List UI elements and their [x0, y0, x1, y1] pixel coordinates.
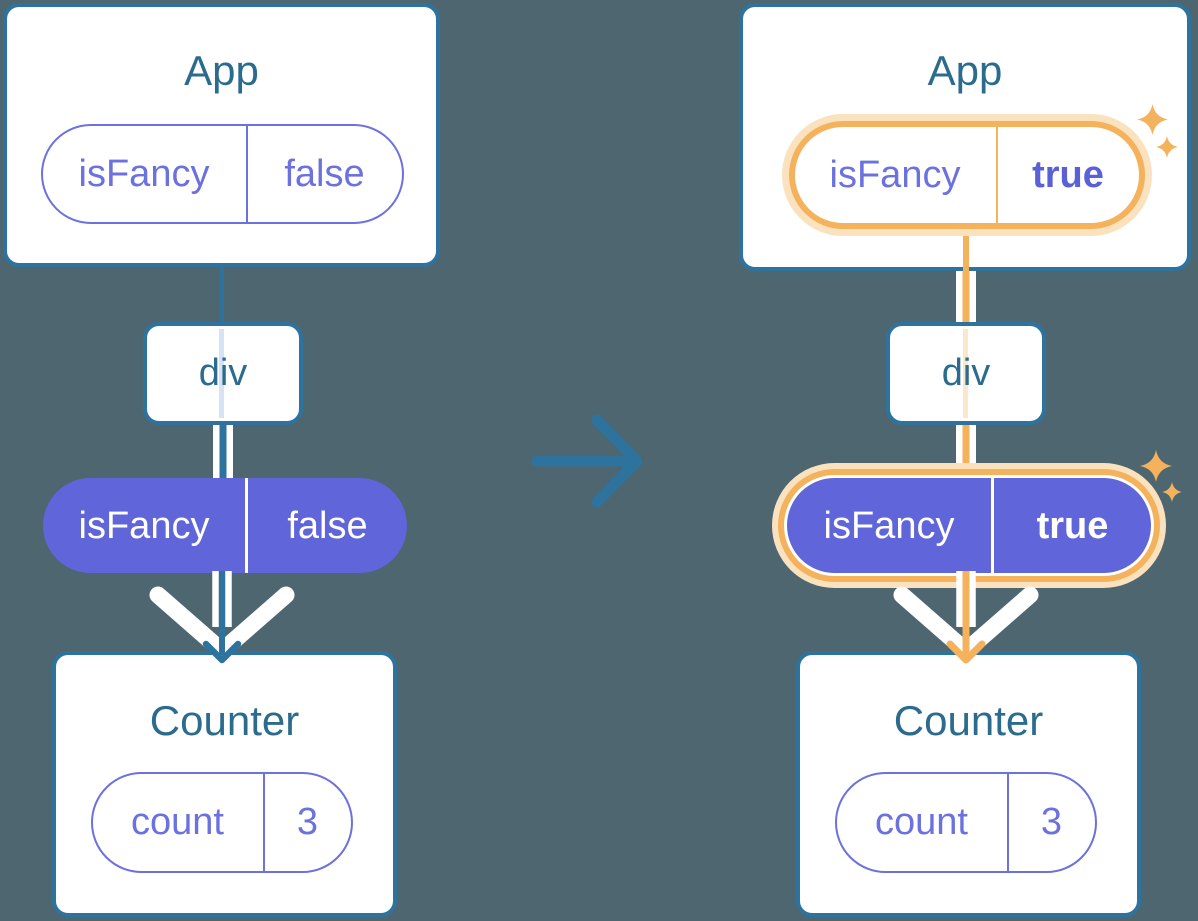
prop-value: true	[1032, 153, 1104, 196]
state-pill: count 3	[90, 771, 353, 873]
app-title: App	[927, 47, 1003, 94]
prop-name: isFancy	[43, 125, 248, 222]
state-value: 3	[296, 801, 319, 843]
sparkle-icon	[1140, 450, 1172, 482]
div-label: div	[198, 352, 248, 394]
sparkle-icon	[1156, 136, 1178, 158]
prop-flow-line	[956, 271, 976, 325]
sparkle-icon	[1162, 482, 1182, 502]
connector-line	[963, 236, 969, 274]
div-card: div	[886, 322, 1046, 425]
state-name: count	[93, 773, 265, 871]
prop-value: false	[284, 152, 365, 195]
counter-title: Counter	[893, 697, 1044, 744]
app-title: App	[184, 47, 259, 94]
pass-through-line	[219, 329, 224, 418]
prop-name: isFancy	[43, 478, 248, 573]
prop-name: isFancy	[787, 478, 994, 573]
state-value: 3	[1040, 801, 1063, 843]
down-arrow-icon	[893, 571, 1039, 664]
app-card: App isFancy true	[739, 3, 1191, 271]
div-card: div	[143, 322, 303, 425]
passed-prop-pill-highlighted: isFancy true	[787, 478, 1151, 573]
prop-flow-line	[956, 425, 976, 479]
passed-prop-pill: isFancy false	[43, 478, 407, 573]
state-pill: count 3	[834, 771, 1097, 873]
div-label: div	[941, 352, 991, 394]
prop-name: isFancy	[795, 126, 998, 223]
prop-pill-highlighted: isFancy true	[788, 120, 1145, 229]
prop-flow-line	[213, 425, 233, 479]
state-name: count	[837, 773, 1009, 871]
sparkle-icon	[1137, 104, 1168, 135]
app-card: App isFancy false	[3, 3, 440, 267]
down-arrow-icon	[149, 571, 295, 664]
counter-card: Counter count 3	[796, 651, 1141, 917]
right-arrow-icon	[531, 414, 643, 508]
connector-line	[220, 265, 224, 325]
prop-value: false	[287, 504, 368, 547]
prop-pill: isFancy false	[40, 123, 404, 224]
counter-title: Counter	[149, 697, 300, 744]
pass-through-line	[963, 329, 968, 418]
counter-card: Counter count 3	[52, 651, 397, 917]
prop-value: true	[1036, 504, 1109, 547]
